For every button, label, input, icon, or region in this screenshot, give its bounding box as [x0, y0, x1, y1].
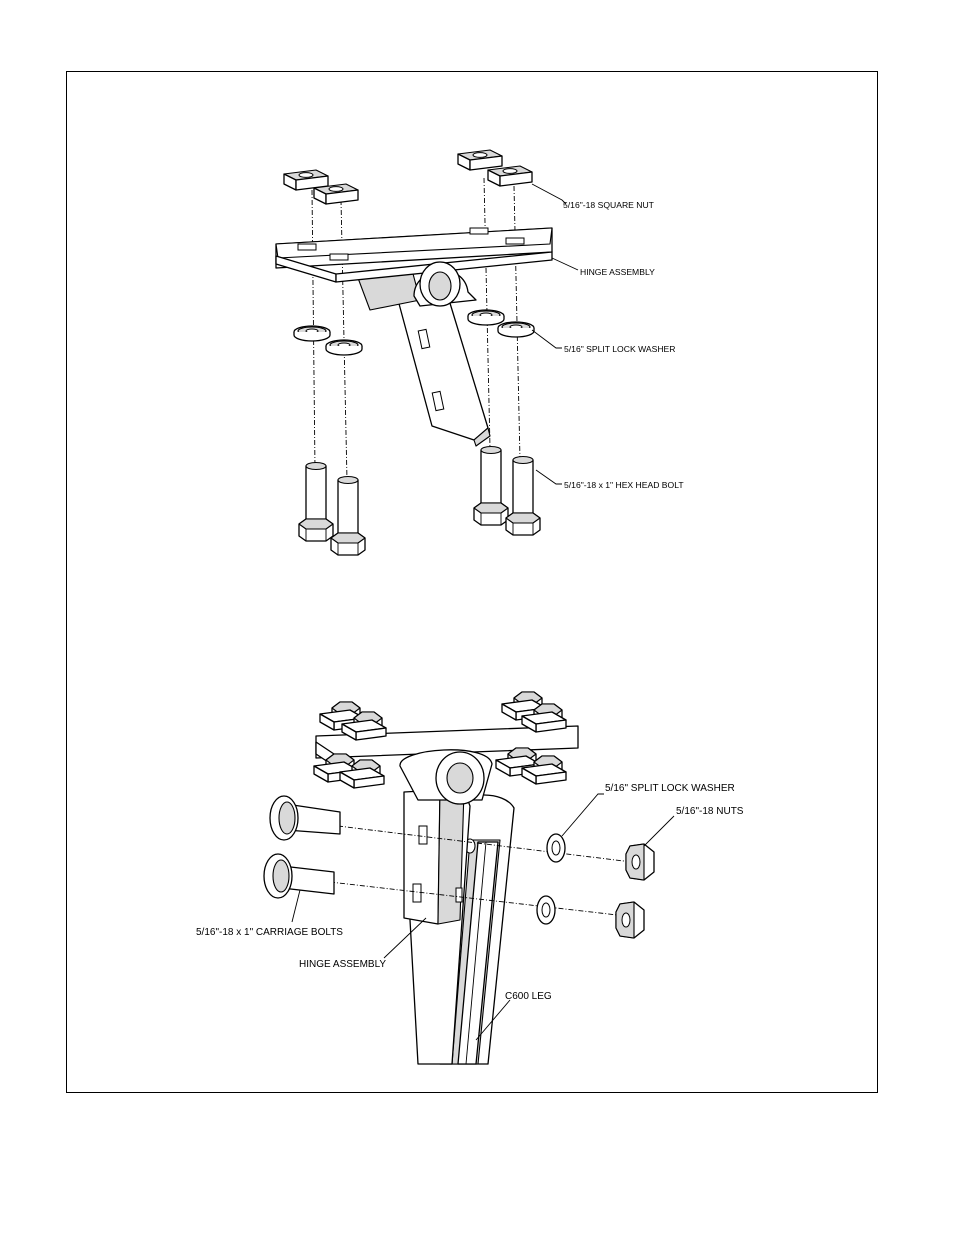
label-split-lock-washer: 5/16" SPLIT LOCK WASHER: [564, 344, 675, 354]
split-lock-washer: [326, 340, 362, 355]
split-lock-washer: [498, 322, 534, 337]
leader-line: [644, 816, 674, 846]
label-hinge-assembly: HINGE ASSEMBLY: [580, 267, 655, 277]
label-hex-head-bolt: 5/16"-18 x 1" HEX HEAD BOLT: [564, 480, 684, 490]
leader-line: [532, 184, 566, 204]
hinge-plate-upper: [276, 228, 552, 306]
carriage-bolt: [264, 854, 334, 898]
leader-line: [562, 794, 604, 836]
square-nut: [488, 166, 532, 186]
split-lock-washer: [294, 326, 330, 341]
split-lock-washer: [537, 896, 555, 924]
leader-line: [292, 890, 300, 922]
carriage-bolt: [270, 796, 340, 840]
square-nut: [458, 150, 502, 170]
leader-line: [552, 258, 578, 270]
upper-exploded-view: 5/16"-18 SQUARE NUT HINGE ASSEMBLY 5/16"…: [276, 150, 684, 555]
hex-head-bolt: [331, 477, 365, 556]
hex-nut: [626, 844, 654, 880]
label-split-lock-washer: 5/16" SPLIT LOCK WASHER: [605, 783, 735, 794]
hex-nut: [616, 902, 644, 938]
hex-head-bolt: [506, 457, 540, 536]
label-leg: C600 LEG: [505, 991, 552, 1002]
hex-head-bolt: [299, 463, 333, 542]
split-lock-washer: [547, 834, 565, 862]
leader-line: [532, 330, 562, 348]
split-lock-washer: [468, 310, 504, 325]
label-square-nut: 5/16"-18 SQUARE NUT: [563, 200, 655, 210]
leader-line: [536, 470, 562, 484]
label-nuts: 5/16"-18 NUTS: [676, 806, 744, 817]
lower-assembled-view: 5/16" SPLIT LOCK WASHER 5/16"-18 NUTS 5/…: [196, 692, 744, 1064]
label-carriage-bolts: 5/16"-18 x 1" CARRIAGE BOLTS: [196, 927, 343, 938]
hex-head-bolt: [474, 447, 508, 526]
square-nut: [314, 184, 358, 204]
label-hinge-assembly: HINGE ASSEMBLY: [299, 959, 386, 970]
